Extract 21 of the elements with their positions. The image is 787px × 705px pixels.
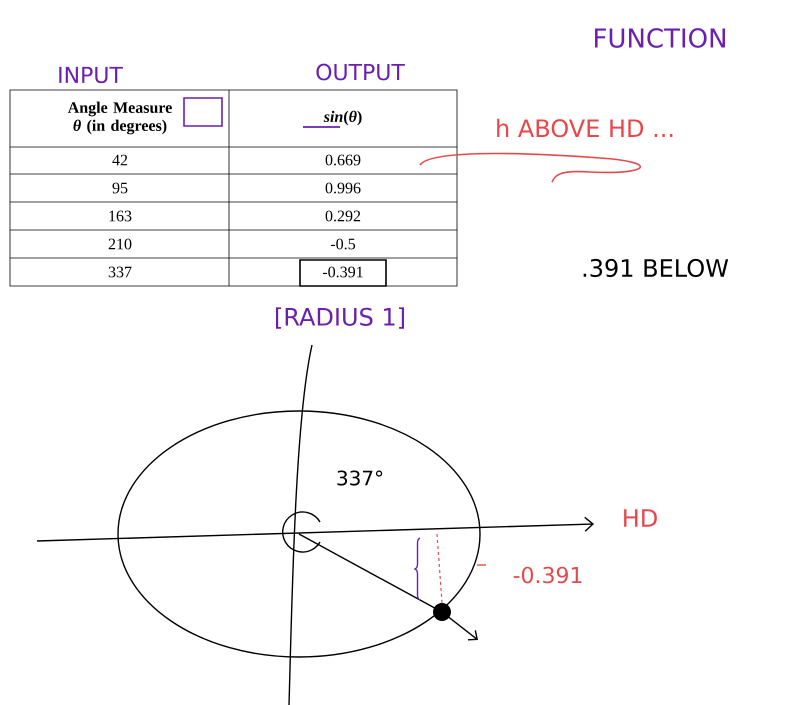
header-cell: Angle Measure θ (in degrees) bbox=[68, 102, 172, 134]
handwritten-word: OUTPUT bbox=[316, 64, 405, 80]
table-cell: 0.996 bbox=[326, 182, 361, 194]
handwritten-note: [RADIUS 1] bbox=[276, 307, 404, 329]
angle-label: 337° bbox=[337, 470, 382, 486]
axis-label: HD bbox=[624, 509, 657, 527]
table-cell: 163 bbox=[109, 210, 132, 222]
value-label: -0.391 bbox=[514, 566, 582, 584]
handwritten-note: h ABOVE HD ... bbox=[497, 118, 672, 138]
table-cell: 42 bbox=[112, 154, 128, 166]
table-cell: 210 bbox=[108, 238, 132, 250]
table-cell: 0.669 bbox=[326, 154, 360, 166]
handwritten-note: .391 BELOW bbox=[584, 258, 728, 278]
table-cell: -0.5 bbox=[330, 238, 356, 250]
table-cell: 0.292 bbox=[326, 210, 360, 222]
handwritten-word: INPUT bbox=[59, 66, 123, 84]
table-cell: -0.391 bbox=[322, 266, 363, 278]
handwritten-word: FUNCTION bbox=[595, 28, 725, 48]
table-cell: 337 bbox=[108, 266, 132, 278]
header-cell: sin(θ) bbox=[324, 110, 362, 126]
table-cell: 95 bbox=[112, 182, 128, 194]
